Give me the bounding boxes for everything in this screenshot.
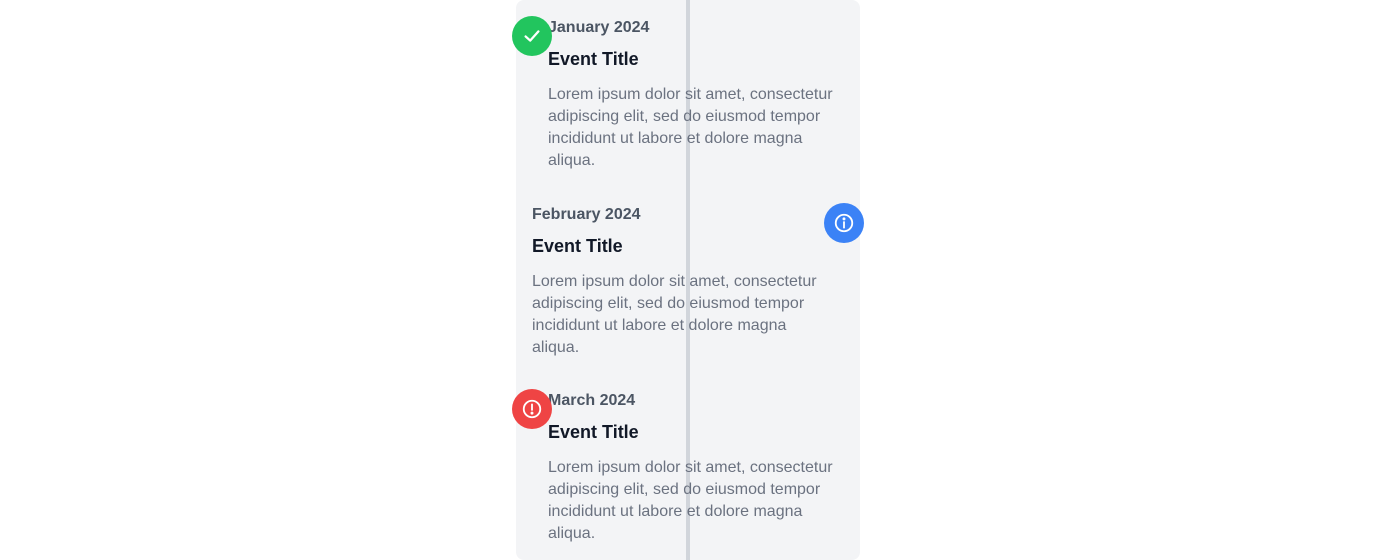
event-title: Event Title	[532, 236, 623, 256]
timeline-event-february: February 2024 Event Title Lorem ipsum do…	[532, 205, 832, 359]
timeline-line	[686, 0, 690, 560]
check-icon	[512, 16, 552, 56]
event-title: Event Title	[548, 49, 639, 69]
event-description: Lorem ipsum dolor sit amet, consectetur …	[548, 86, 833, 169]
event-title: Event Title	[548, 422, 639, 442]
info-icon	[824, 203, 864, 243]
alert-icon	[512, 389, 552, 429]
timeline-event-january: January 2024 Event Title Lorem ipsum dol…	[548, 18, 848, 172]
event-date: February 2024	[532, 206, 641, 223]
timeline-event-march: March 2024 Event Title Lorem ipsum dolor…	[548, 391, 848, 545]
event-description: Lorem ipsum dolor sit amet, consectetur …	[548, 459, 833, 542]
event-date: January 2024	[548, 19, 650, 36]
event-date: March 2024	[548, 392, 636, 409]
event-description: Lorem ipsum dolor sit amet, consectetur …	[532, 273, 817, 356]
